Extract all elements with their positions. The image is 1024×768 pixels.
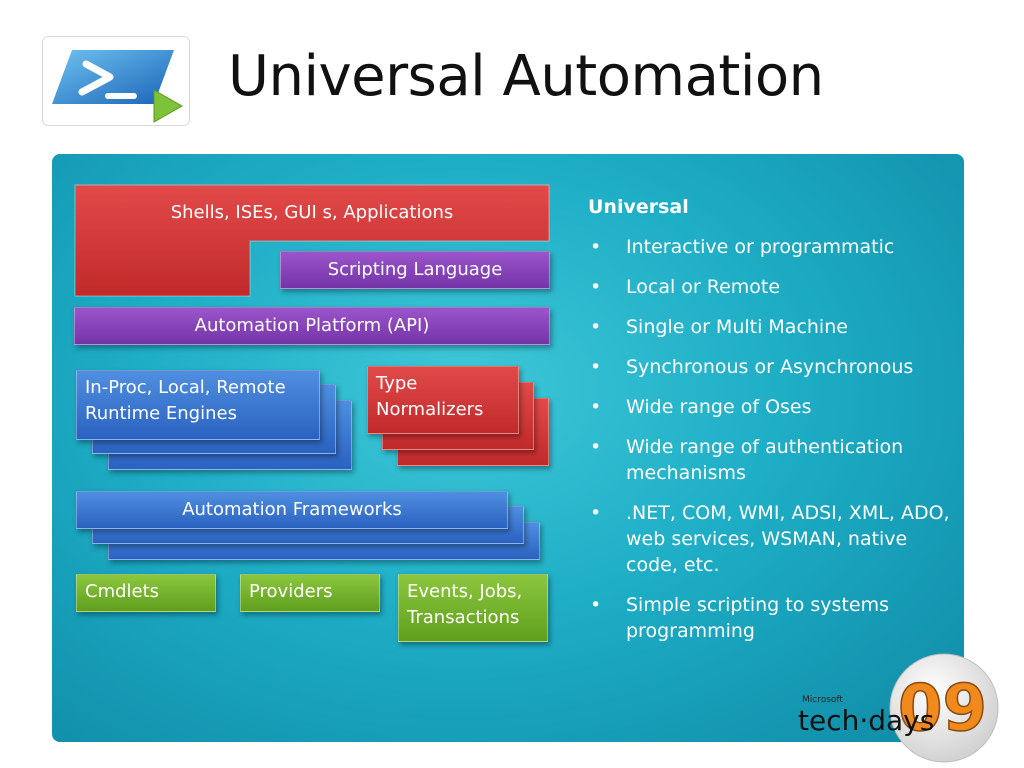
automation-frameworks-box: Automation Frameworks	[76, 491, 508, 529]
list-item: Synchronous or Asynchronous	[588, 354, 958, 380]
runtime-engines-box: In-Proc, Local, Remote Runtime Engines	[76, 370, 320, 440]
normalizers-line-2: Normalizers	[376, 399, 484, 420]
shells-block	[74, 184, 550, 297]
diagram-panel: Shells, ISEs, GUI s, Applications Script…	[52, 154, 964, 742]
powershell-icon	[42, 36, 190, 126]
type-normalizers-box: Type Normalizers	[367, 366, 519, 434]
feature-list: Universal Interactive or programmatic Lo…	[588, 194, 958, 658]
cmdlets-box: Cmdlets	[76, 574, 216, 612]
normalizers-line-1: Type	[376, 373, 418, 394]
techdays-label: tech·days	[798, 704, 934, 737]
list-item: Wide range of Oses	[588, 394, 958, 420]
automation-platform-box: Automation Platform (API)	[74, 307, 550, 345]
list-item: .NET, COM, WMI, ADSI, XML, ADO, web serv…	[588, 500, 958, 578]
techdays-logo: 09 Microsoft tech·days	[798, 653, 999, 763]
list-item: Interactive or programmatic	[588, 234, 958, 260]
runtime-line-2: Runtime Engines	[85, 403, 237, 424]
list-item: Single or Multi Machine	[588, 314, 958, 340]
runtime-line-1: In-Proc, Local, Remote	[85, 377, 286, 398]
events-line-1: Events, Jobs,	[407, 581, 523, 602]
list-heading: Universal	[588, 196, 689, 218]
microsoft-label: Microsoft	[802, 695, 843, 705]
scripting-language-box: Scripting Language	[280, 251, 550, 289]
list-item: Wide range of authentication mechanisms	[588, 434, 958, 486]
slide-title: Universal Automation	[228, 44, 824, 109]
providers-box: Providers	[240, 574, 380, 612]
shells-label: Shells, ISEs, GUI s, Applications	[170, 202, 454, 223]
list-item: Local or Remote	[588, 274, 958, 300]
list-item: Simple scripting to systems programming	[588, 592, 958, 644]
events-box: Events, Jobs, Transactions	[398, 574, 548, 642]
events-line-2: Transactions	[407, 607, 520, 628]
year-label: 09	[898, 672, 987, 746]
